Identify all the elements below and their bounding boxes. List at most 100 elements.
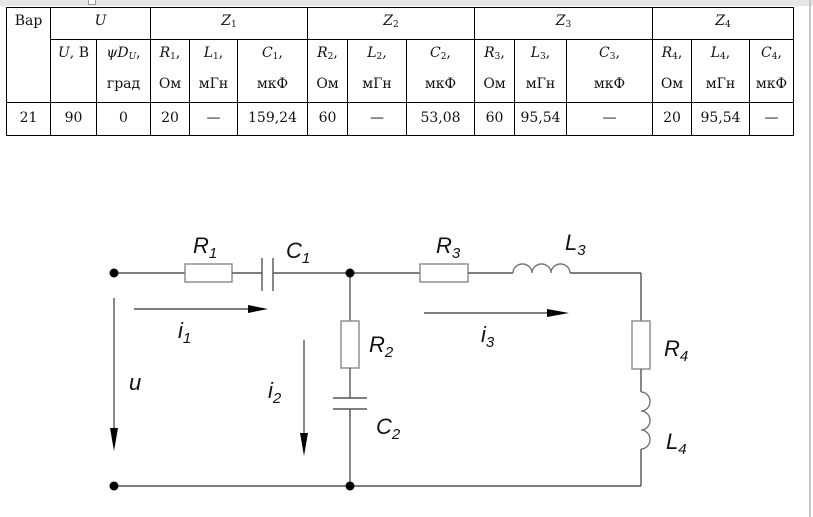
inductor-l3 [512, 263, 571, 274]
group-sub: 4 [725, 20, 731, 30]
symbol: L [710, 45, 721, 61]
label-c2: C2 [376, 414, 401, 443]
symbol-sub: 4 [771, 52, 778, 62]
unit-inline: , [500, 45, 505, 61]
table-cell: 95,54 [514, 102, 567, 136]
column-header-symbol: R4, [652, 39, 692, 71]
unit-inline: , [777, 45, 782, 61]
header-group-z4: Z4 [652, 7, 794, 40]
symbol-sub: 4 [720, 52, 726, 62]
column-header-unit: Ом [474, 71, 515, 103]
symbol: C [430, 45, 441, 61]
column-header-symbol: R3, [474, 39, 515, 71]
unit-inline: , [677, 45, 683, 61]
table-cell: 159,24 [237, 102, 308, 136]
table-cell: 21 [6, 102, 51, 136]
page-right-edge [809, 0, 811, 517]
table-cell: 90 [50, 102, 97, 136]
column-header-unit: мкФ [237, 71, 308, 103]
arrow-u-head [110, 428, 118, 451]
unit-inline: , [545, 45, 551, 61]
unit-inline: , [725, 45, 731, 61]
column-header-symbol: U, В [50, 39, 97, 71]
resistor-r3 [419, 263, 469, 283]
resistor-r2 [340, 320, 360, 369]
symbol-sub: 4 [672, 52, 678, 62]
symbol-sub: 1 [170, 52, 176, 62]
table-move-handle[interactable] [88, 0, 96, 5]
group-label: Z [383, 13, 393, 29]
column-header-symbol: ψDU, [96, 39, 151, 71]
group-sub: 1 [231, 20, 237, 30]
header-group-z1: Z1 [150, 7, 308, 40]
symbol: C [599, 45, 610, 61]
group-sub: 2 [393, 20, 399, 30]
label-r3: R3 [436, 233, 461, 262]
table-cell: — [749, 102, 794, 136]
unit-inline: , [333, 45, 338, 61]
unit-inline: , В [69, 45, 89, 61]
label-i2: i2 [268, 378, 282, 407]
symbol: R [159, 45, 171, 61]
symbol: L [530, 45, 541, 61]
column-header-symbol: L3, [514, 39, 567, 71]
table-cell: — [347, 102, 407, 136]
arrow-i3-head [547, 309, 569, 317]
symbol-sub: U [128, 52, 137, 62]
header-row-groups: Вар U Z1 Z2 Z3 Z4 [6, 7, 794, 103]
symbol: R [317, 45, 328, 61]
symbol-sub: 2 [440, 52, 447, 62]
label-r1: R1 [193, 233, 217, 262]
unit-inline: , [615, 45, 620, 61]
label-i3: i3 [481, 322, 495, 351]
unit-inline: , [446, 45, 451, 61]
unit-inline: , [175, 45, 181, 61]
symbol: L [203, 45, 214, 61]
column-header-unit: Ом [652, 71, 692, 103]
header-group-z3: Z3 [474, 7, 653, 40]
terminal-node [109, 481, 119, 491]
label-l3: L3 [565, 230, 586, 259]
symbol: ψD [106, 45, 129, 61]
symbol-sub: 3 [609, 52, 616, 62]
column-header-symbol: C2, [406, 39, 475, 71]
unit-inline: , [218, 45, 224, 61]
resistor-r1 [184, 263, 233, 283]
group-label: U [94, 13, 107, 29]
column-header-unit: мГн [189, 71, 238, 103]
table-cell: 0 [96, 102, 151, 136]
header-var: Вар [6, 7, 51, 103]
unit-inline: , [136, 45, 141, 61]
inductor-l4 [640, 391, 651, 450]
header-var-label: Вар [14, 13, 43, 29]
terminal-node [109, 268, 119, 278]
table-cell: 53,08 [406, 102, 475, 136]
table-cell: 60 [307, 102, 348, 136]
label-r4: R4 [664, 336, 688, 365]
column-header-unit: мкФ [566, 71, 653, 103]
header-group-u: U [50, 7, 151, 40]
symbol-sub: 2 [376, 52, 383, 62]
header-group-z2: Z2 [307, 7, 475, 40]
table-cell: 20 [150, 102, 190, 136]
junction-node [345, 268, 355, 278]
symbol-sub: 3 [494, 52, 501, 62]
group-label: Z [715, 13, 725, 29]
symbol: R [661, 45, 673, 61]
column-header-symbol: L2, [347, 39, 407, 71]
symbol: U [57, 45, 70, 61]
column-header-symbol: L4, [691, 39, 750, 71]
symbol: R [484, 45, 495, 61]
arrow-i2-head [300, 433, 308, 456]
label-r2: R2 [369, 332, 394, 361]
unit-inline: , [278, 45, 283, 61]
resistor-r4 [631, 320, 651, 370]
junction-node [345, 481, 355, 491]
symbol: L [367, 45, 377, 61]
group-label: Z [555, 13, 566, 29]
column-header-symbol: C4, [749, 39, 794, 71]
